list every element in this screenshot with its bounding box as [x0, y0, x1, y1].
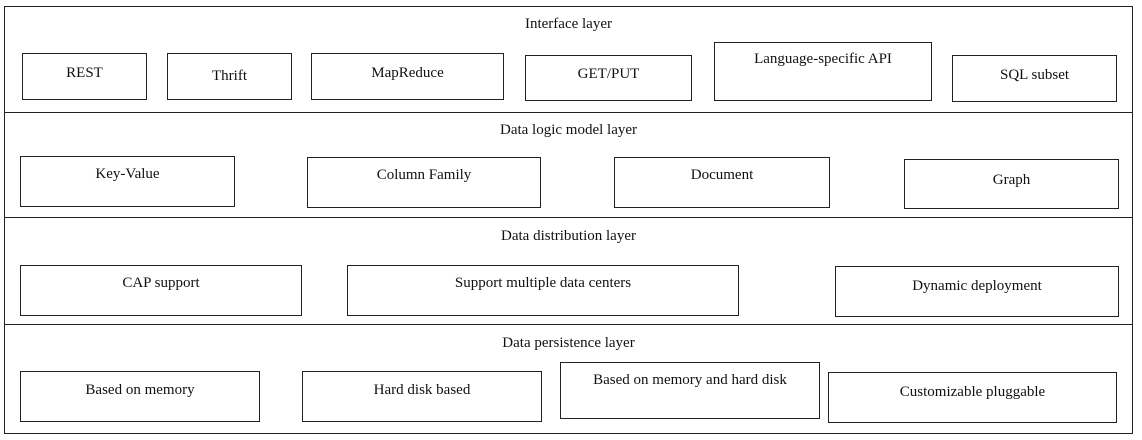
- thrift-box: Thrift: [167, 53, 292, 100]
- cap-support-box: CAP support: [20, 265, 302, 316]
- column-family-box: Column Family: [307, 157, 541, 208]
- layer-title: Interface layer: [524, 16, 612, 32]
- customizable-pluggable-box: Customizable pluggable: [828, 372, 1117, 423]
- layer-title: Data persistence layer: [502, 335, 635, 351]
- hard-disk-based-box: Hard disk based: [302, 371, 542, 422]
- data-persistence-layer: Data persistence layer Based on memory H…: [4, 324, 1133, 434]
- multiple-data-centers-box: Support multiple data centers: [347, 265, 739, 316]
- graph-box: Graph: [904, 159, 1119, 209]
- key-value-box: Key-Value: [20, 156, 235, 207]
- data-logic-model-layer: Data logic model layer Key-Value Column …: [4, 112, 1133, 218]
- sql-subset-box: SQL subset: [952, 55, 1117, 102]
- mapreduce-box: MapReduce: [311, 53, 504, 100]
- memory-and-hard-disk-box: Based on memory and hard disk: [560, 362, 820, 419]
- based-on-memory-box: Based on memory: [20, 371, 260, 422]
- get-put-box: GET/PUT: [525, 55, 692, 101]
- language-specific-api-box: Language-specific API: [714, 42, 932, 101]
- document-box: Document: [614, 157, 830, 208]
- dynamic-deployment-box: Dynamic deployment: [835, 266, 1119, 317]
- interface-layer: Interface layer REST Thrift MapReduce GE…: [4, 6, 1133, 113]
- layer-title: Data distribution layer: [501, 228, 636, 244]
- rest-box: REST: [22, 53, 147, 100]
- data-distribution-layer: Data distribution layer CAP support Supp…: [4, 217, 1133, 325]
- layer-title: Data logic model layer: [499, 122, 638, 138]
